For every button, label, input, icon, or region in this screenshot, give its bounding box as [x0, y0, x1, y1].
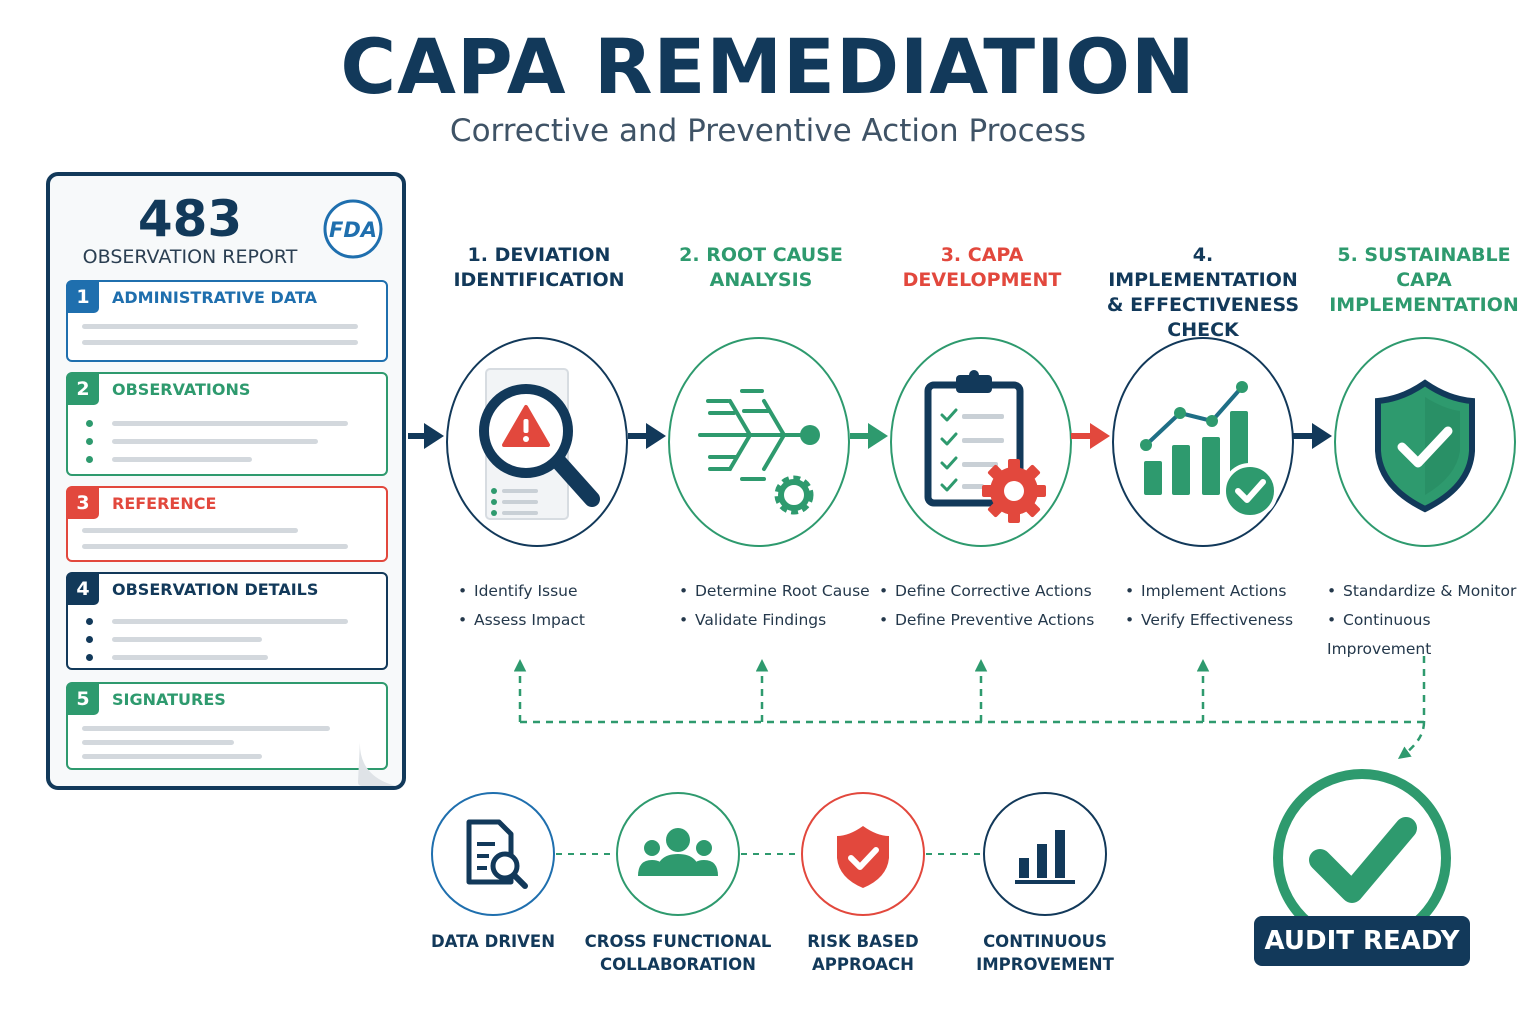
placeholder-line	[82, 754, 262, 759]
chart-check-icon	[1140, 381, 1278, 519]
audit-ready-emblem	[1273, 769, 1451, 934]
report-title: OBSERVATION REPORT	[82, 246, 298, 268]
report-section-signatures: 5 SIGNATURES	[66, 682, 388, 770]
placeholder-line	[112, 457, 252, 462]
report-section-administrative-data: 1 ADMINISTRATIVE DATA	[66, 280, 388, 362]
arrow-step3-to-step4	[1071, 423, 1110, 449]
section-label: OBSERVATION DETAILS	[112, 580, 319, 599]
report-section-reference: 3 REFERENCE	[66, 486, 388, 562]
bullet-dot	[86, 456, 93, 463]
fishbone-gear-icon	[698, 389, 820, 515]
bullet-item: Identify Issue	[458, 577, 585, 606]
step-bullets-3: Define Corrective Actions Define Prevent…	[879, 577, 1094, 635]
step-title-3: 3. CAPA DEVELOPMENT	[902, 244, 1062, 291]
page-fold-icon	[358, 740, 396, 786]
step-bullets-5: Standardize & Monitor Continuous Improve…	[1327, 577, 1536, 664]
report-section-observations: 2 OBSERVATIONS	[66, 372, 388, 476]
bullet-item: Assess Impact	[458, 606, 585, 635]
principle-label-risk-based: RISK BASED APPROACH	[807, 932, 919, 974]
section-label: ADMINISTRATIVE DATA	[112, 288, 318, 307]
principle-label-cross-functional: CROSS FUNCTIONAL COLLABORATION	[584, 932, 772, 974]
document-search-icon	[466, 819, 528, 889]
bullet-item: Standardize & Monitor	[1327, 577, 1536, 606]
step-circle-1	[446, 337, 628, 547]
section-number: 1	[67, 281, 99, 313]
section-number: 4	[67, 573, 99, 605]
step-circle-5	[1334, 337, 1516, 547]
step-title-5: 5. SUSTAINABLE CAPA IMPLEMENTATION	[1329, 244, 1519, 316]
observation-report-card: 483 OBSERVATION REPORT FDA 1 ADMINISTRAT…	[46, 172, 406, 790]
placeholder-line	[112, 439, 318, 444]
step-bullets-4: Implement Actions Verify Effectiveness	[1125, 577, 1293, 635]
fda-logo-icon: FDA	[323, 199, 383, 259]
placeholder-line	[82, 528, 298, 533]
bar-chart-icon	[1015, 830, 1075, 884]
placeholder-line	[82, 340, 358, 345]
shield-check-icon	[1375, 379, 1475, 513]
placeholder-line	[82, 544, 348, 549]
section-label: REFERENCE	[112, 494, 217, 513]
bullet-item: Verify Effectiveness	[1125, 606, 1293, 635]
section-number: 2	[67, 373, 99, 405]
step-bullets-2: Determine Root Cause Validate Findings	[679, 577, 870, 635]
clipboard-gear-icon	[924, 370, 1046, 523]
bullet-dot	[86, 636, 93, 643]
bullet-item: Continuous Improvement	[1327, 606, 1536, 664]
step-title-1: 1. DEVIATION IDENTIFICATION	[453, 244, 625, 291]
section-number: 3	[67, 487, 99, 519]
step-title-2: 2. ROOT CAUSE ANALYSIS	[679, 244, 843, 291]
section-label: OBSERVATIONS	[112, 380, 251, 399]
bullet-item: Define Corrective Actions	[879, 577, 1094, 606]
placeholder-line	[112, 421, 348, 426]
arrow-report-to-step1	[408, 423, 444, 449]
principle-circle-cross-functional	[616, 792, 740, 916]
placeholder-line	[82, 726, 330, 731]
page-title: CAPA REMEDIATION	[340, 22, 1196, 111]
section-label: SIGNATURES	[112, 690, 226, 709]
step-bullets-1: Identify Issue Assess Impact	[458, 577, 585, 635]
principle-circle-data-driven	[431, 792, 555, 916]
principle-label-continuous-improvement: CONTINUOUS IMPROVEMENT	[976, 932, 1114, 974]
step-circle-4	[1112, 337, 1294, 547]
team-icon	[638, 828, 718, 876]
feedback-loop	[513, 656, 1426, 759]
fda-logo-text: FDA	[329, 218, 377, 242]
step-title-4: 4. IMPLEMENTATION & EFFECTIVENESS CHECK	[1106, 244, 1300, 341]
principle-circle-continuous-improvement	[983, 792, 1107, 916]
placeholder-line	[112, 619, 348, 624]
report-number: 483	[137, 190, 243, 248]
checkmark-icon	[1309, 817, 1417, 903]
arrow-step1-to-step2	[628, 423, 666, 449]
arrow-step2-to-step3	[850, 423, 888, 449]
bullet-item: Determine Root Cause	[679, 577, 870, 606]
audit-ready-badge: AUDIT READY	[1254, 916, 1470, 966]
report-section-observation-details: 4 OBSERVATION DETAILS	[66, 572, 388, 670]
arrow-step4-to-step5	[1293, 423, 1332, 449]
bullet-dot	[86, 618, 93, 625]
placeholder-line	[82, 324, 358, 329]
section-number: 5	[67, 683, 99, 715]
bullet-item: Define Preventive Actions	[879, 606, 1094, 635]
shield-check-icon	[837, 826, 889, 888]
bullet-item: Validate Findings	[679, 606, 870, 635]
bullet-dot	[86, 420, 93, 427]
principle-circle-risk-based	[801, 792, 925, 916]
bullet-item: Implement Actions	[1125, 577, 1293, 606]
placeholder-line	[112, 655, 268, 660]
magnifier-warning-icon	[479, 368, 600, 520]
principle-label-data-driven: DATA DRIVEN	[430, 932, 556, 951]
step-circle-3	[890, 337, 1072, 547]
step-circle-2	[668, 337, 850, 547]
placeholder-line	[82, 740, 234, 745]
page-subtitle: Corrective and Preventive Action Process	[449, 113, 1087, 149]
bullet-dot	[86, 438, 93, 445]
bullet-dot	[86, 654, 93, 661]
placeholder-line	[112, 637, 262, 642]
